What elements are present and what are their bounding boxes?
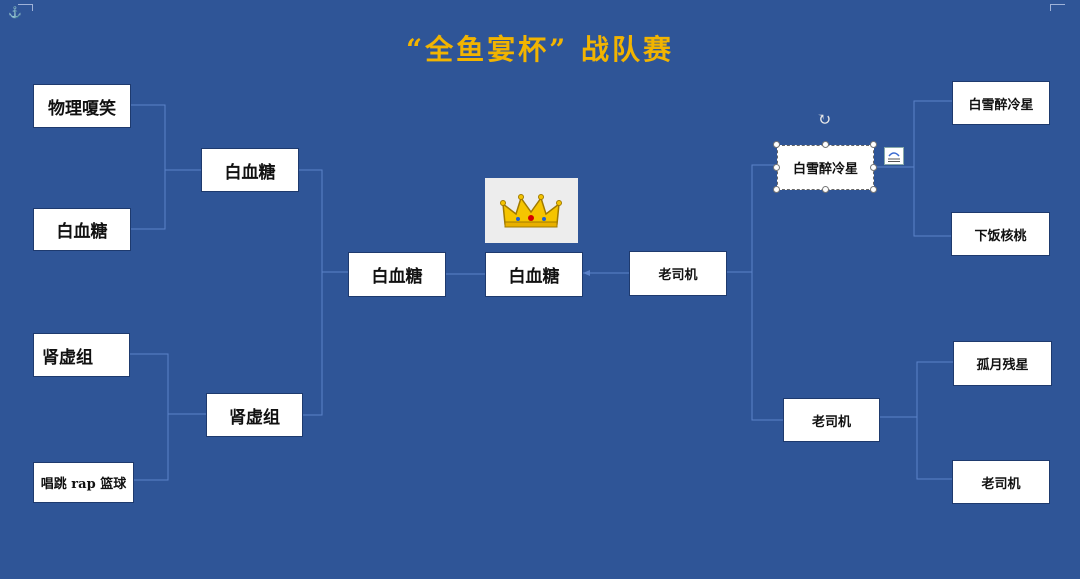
resize-handle[interactable] xyxy=(773,141,780,148)
resize-handle[interactable] xyxy=(870,141,877,148)
team-box-right-r1-3[interactable]: 孤月残星 xyxy=(953,341,1052,386)
team-box-right-r2-1[interactable]: 白雪醉冷星 xyxy=(777,145,874,190)
champion-box[interactable]: 白血糖 xyxy=(485,252,583,297)
team-box-right-r2-2[interactable]: 老司机 xyxy=(783,398,880,442)
resize-handle[interactable] xyxy=(870,164,877,171)
team-box-right-r1-2[interactable]: 下饭核桃 xyxy=(951,212,1050,256)
team-box-left-r2-2[interactable]: 肾虚组 xyxy=(206,393,303,437)
page-corner-top-right xyxy=(1050,4,1065,11)
team-box-right-r1-1[interactable]: 白雪醉冷星 xyxy=(952,81,1050,125)
page-corner-top-left xyxy=(18,4,33,11)
team-box-left-r1-1[interactable]: 物理嗄笑 xyxy=(33,84,131,128)
team-box-left-r1-4[interactable]: 唱跳 rap 篮球 xyxy=(33,462,134,503)
team-box-right-r1-4[interactable]: 老司机 xyxy=(952,460,1050,504)
resize-handle[interactable] xyxy=(773,186,780,193)
layout-options-icon[interactable] xyxy=(884,147,904,165)
anchor-icon: ⚓ xyxy=(8,6,22,19)
resize-handle[interactable] xyxy=(870,186,877,193)
resize-handle[interactable] xyxy=(822,141,829,148)
page-title[interactable]: “全鱼宴杯” 战队赛 xyxy=(406,33,674,66)
team-box-left-r1-3[interactable]: 肾虚组 xyxy=(33,333,130,377)
team-box-right-final[interactable]: 老司机 xyxy=(629,251,727,296)
crown-picture[interactable] xyxy=(485,178,578,243)
resize-handle[interactable] xyxy=(773,164,780,171)
rotate-handle-icon[interactable]: ↻ xyxy=(817,110,832,130)
resize-handle[interactable] xyxy=(822,186,829,193)
crown-icon xyxy=(500,194,562,228)
team-box-left-final[interactable]: 白血糖 xyxy=(348,252,446,297)
team-box-left-r1-2[interactable]: 白血糖 xyxy=(33,208,131,251)
team-box-left-r2-1[interactable]: 白血糖 xyxy=(201,148,299,192)
